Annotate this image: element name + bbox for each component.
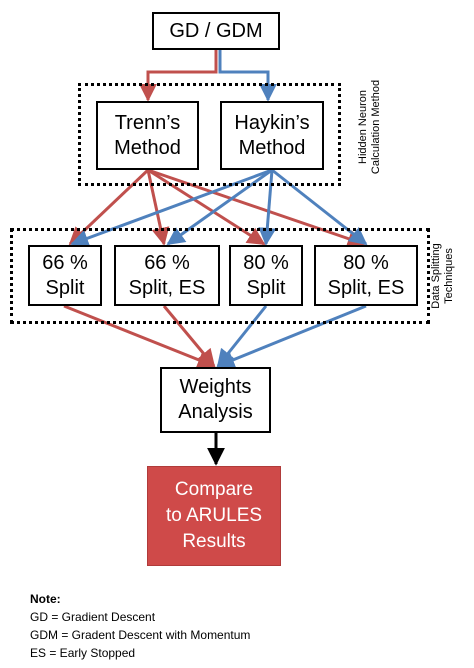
split-80-es-box: 80 % Split, ES (314, 245, 418, 306)
note-line-gd: GD = Gradient Descent (30, 610, 156, 624)
weights-analysis-box: Weights Analysis (160, 367, 271, 433)
arrow-haykin-to-split66 (70, 168, 273, 247)
arrow-trenn-to-split80 (147, 168, 266, 246)
trenn-method-box: Trenn’s Method (96, 101, 199, 170)
arrow-haykin-to-split80 (258, 169, 277, 246)
data-splitting-group (10, 228, 430, 324)
split-80-box: 80 % Split (229, 245, 303, 306)
arrow-haykin-to-split80es (271, 168, 368, 246)
arrow-trenn-to-split80es (147, 168, 366, 248)
arrow-gd-to-haykin (218, 50, 277, 102)
arrow-split66-to-weights (63, 304, 216, 369)
haykin-method-box: Haykin’s Method (220, 101, 324, 170)
arrow-haykin-to-split66es (166, 168, 273, 246)
hidden-neuron-label: Hidden Neuron Calculation Method (357, 79, 382, 175)
note-line-es: ES = Early Stopped (30, 646, 136, 660)
split-66-box: 66 % Split (28, 245, 102, 306)
gd-gdm-box: GD / GDM (152, 12, 280, 50)
note-title: Note: (30, 592, 61, 606)
arrow-split80es-to-weights (216, 304, 367, 369)
data-splitting-label: Data Splitting Techniques (430, 243, 455, 309)
note-line-gdm: GDM = Gradent Descent with Momentum (30, 628, 251, 642)
arrow-trenn-to-split66es (146, 169, 170, 246)
arrow-gd-to-trenn (139, 50, 218, 102)
hidden-neuron-group (78, 83, 341, 186)
note-block: Note: GD = Gradient Descent GDM = Graden… (30, 590, 250, 662)
split-66-es-box: 66 % Split, ES (114, 245, 220, 306)
arrow-split66es-to-weights (162, 305, 216, 368)
compare-arules-box: Compare to ARULES Results (147, 466, 281, 566)
